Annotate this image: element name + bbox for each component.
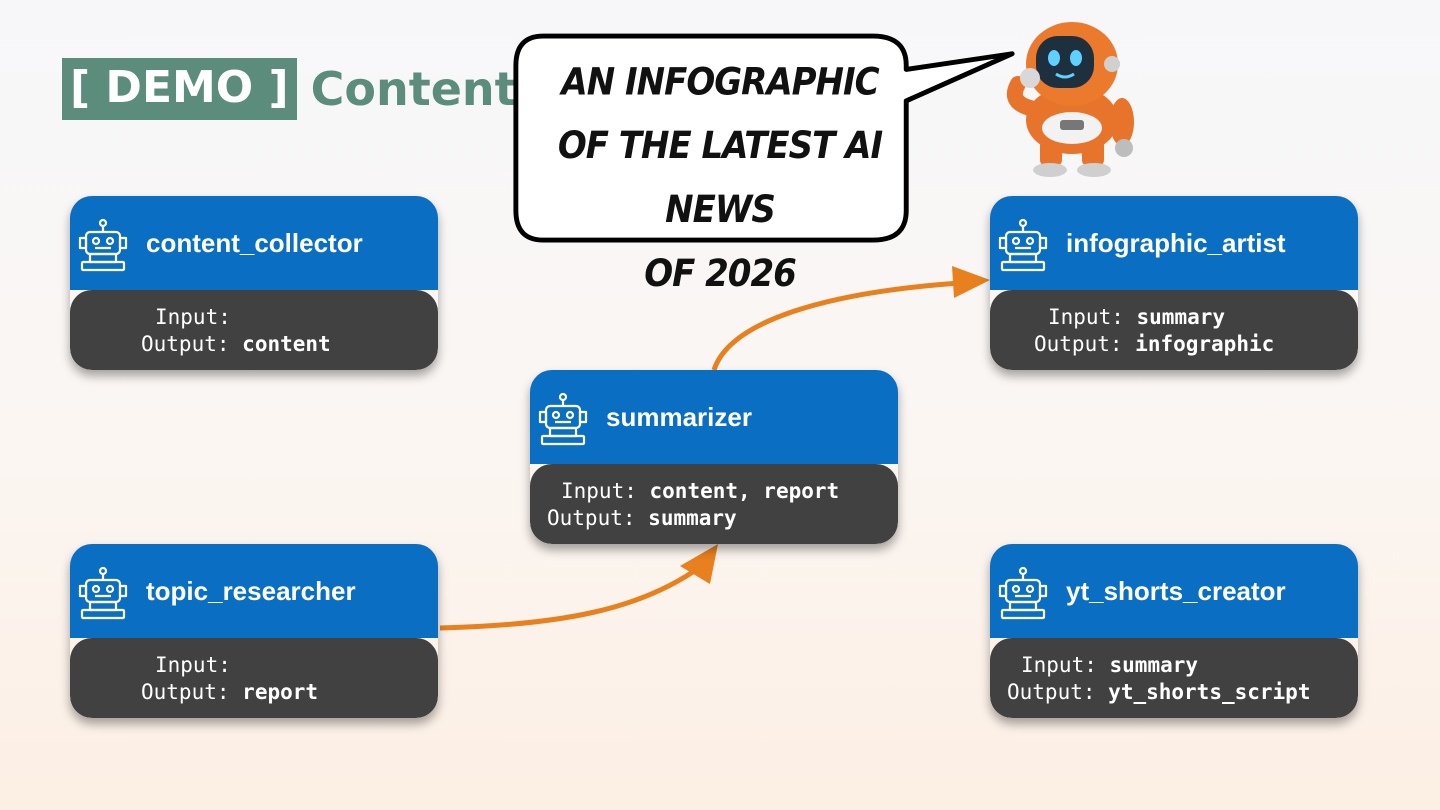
- output-value: report: [242, 680, 318, 704]
- robot-icon: [78, 218, 128, 272]
- input-label: Input:: [1048, 305, 1124, 329]
- arrowhead-infographic-artist: [952, 266, 990, 298]
- output-label: Output:: [1007, 680, 1096, 704]
- output-value: yt_shorts_script: [1108, 680, 1310, 704]
- input-value: content, report: [650, 479, 840, 503]
- node-header: summarizer: [530, 370, 898, 464]
- node-header: content_collector: [70, 196, 438, 290]
- input-row: Input:: [155, 304, 244, 331]
- output-label: Output:: [547, 506, 636, 530]
- input-value: summary: [1137, 305, 1226, 329]
- input-row: Input: summary: [1048, 304, 1225, 331]
- node-body: Input: summary Output: infographic: [990, 290, 1358, 370]
- agent-name: content_collector: [146, 228, 363, 259]
- output-value: content: [242, 332, 331, 356]
- robot-icon: [538, 392, 588, 446]
- input-label: Input:: [1021, 653, 1097, 677]
- node-body: Input: Output: report: [70, 638, 438, 718]
- node-header: infographic_artist: [990, 196, 1358, 290]
- node-header: yt_shorts_creator: [990, 544, 1358, 638]
- node-header: topic_researcher: [70, 544, 438, 638]
- output-value: infographic: [1135, 332, 1274, 356]
- output-label: Output:: [141, 680, 230, 704]
- output-label: Output:: [1034, 332, 1123, 356]
- agent-name: yt_shorts_creator: [1066, 576, 1286, 607]
- robot-icon: [998, 566, 1048, 620]
- output-row: Output: infographic: [1034, 331, 1274, 358]
- bubble-line: OF THE LATEST AI NEWS: [520, 114, 920, 242]
- agent-node-yt-shorts-creator[interactable]: yt_shorts_creator Input: summary Output:…: [990, 544, 1358, 718]
- output-row: Output: content: [141, 331, 331, 358]
- agent-name: topic_researcher: [146, 576, 356, 607]
- agent-node-infographic-artist[interactable]: infographic_artist Input: summary Output…: [990, 196, 1358, 370]
- input-row: Input: content, report: [561, 478, 839, 505]
- node-body: Input: Output: content: [70, 290, 438, 370]
- input-value: summary: [1110, 653, 1199, 677]
- agent-name: summarizer: [606, 402, 752, 433]
- output-label: Output:: [141, 332, 230, 356]
- input-row: Input:: [155, 652, 244, 679]
- node-body: Input: summary Output: yt_shorts_script: [990, 638, 1358, 718]
- output-row: Output: yt_shorts_script: [1007, 679, 1310, 706]
- input-label: Input:: [155, 305, 231, 329]
- agent-node-topic-researcher[interactable]: topic_researcher Input: Output: report: [70, 544, 438, 718]
- bubble-line: AN INFOGRAPHIC: [520, 50, 920, 114]
- robot-icon: [998, 218, 1048, 272]
- agent-node-summarizer[interactable]: summarizer Input: content, report Output…: [530, 370, 898, 544]
- speech-bubble-text: AN INFOGRAPHIC OF THE LATEST AI NEWS OF …: [520, 50, 920, 305]
- agent-node-content-collector[interactable]: content_collector Input: Output: content: [70, 196, 438, 370]
- bubble-line: OF 2026: [520, 242, 920, 306]
- agent-name: infographic_artist: [1066, 228, 1286, 259]
- robot-icon: [78, 566, 128, 620]
- node-body: Input: content, report Output: summary: [530, 464, 898, 544]
- edge-topic-researcher-to-summarizer: [440, 567, 700, 628]
- input-label: Input:: [561, 479, 637, 503]
- output-row: Output: summary: [547, 505, 737, 532]
- mascot-robot: [1000, 12, 1150, 182]
- output-row: Output: report: [141, 679, 318, 706]
- input-row: Input: summary: [1021, 652, 1198, 679]
- output-value: summary: [648, 506, 737, 530]
- input-label: Input:: [155, 653, 231, 677]
